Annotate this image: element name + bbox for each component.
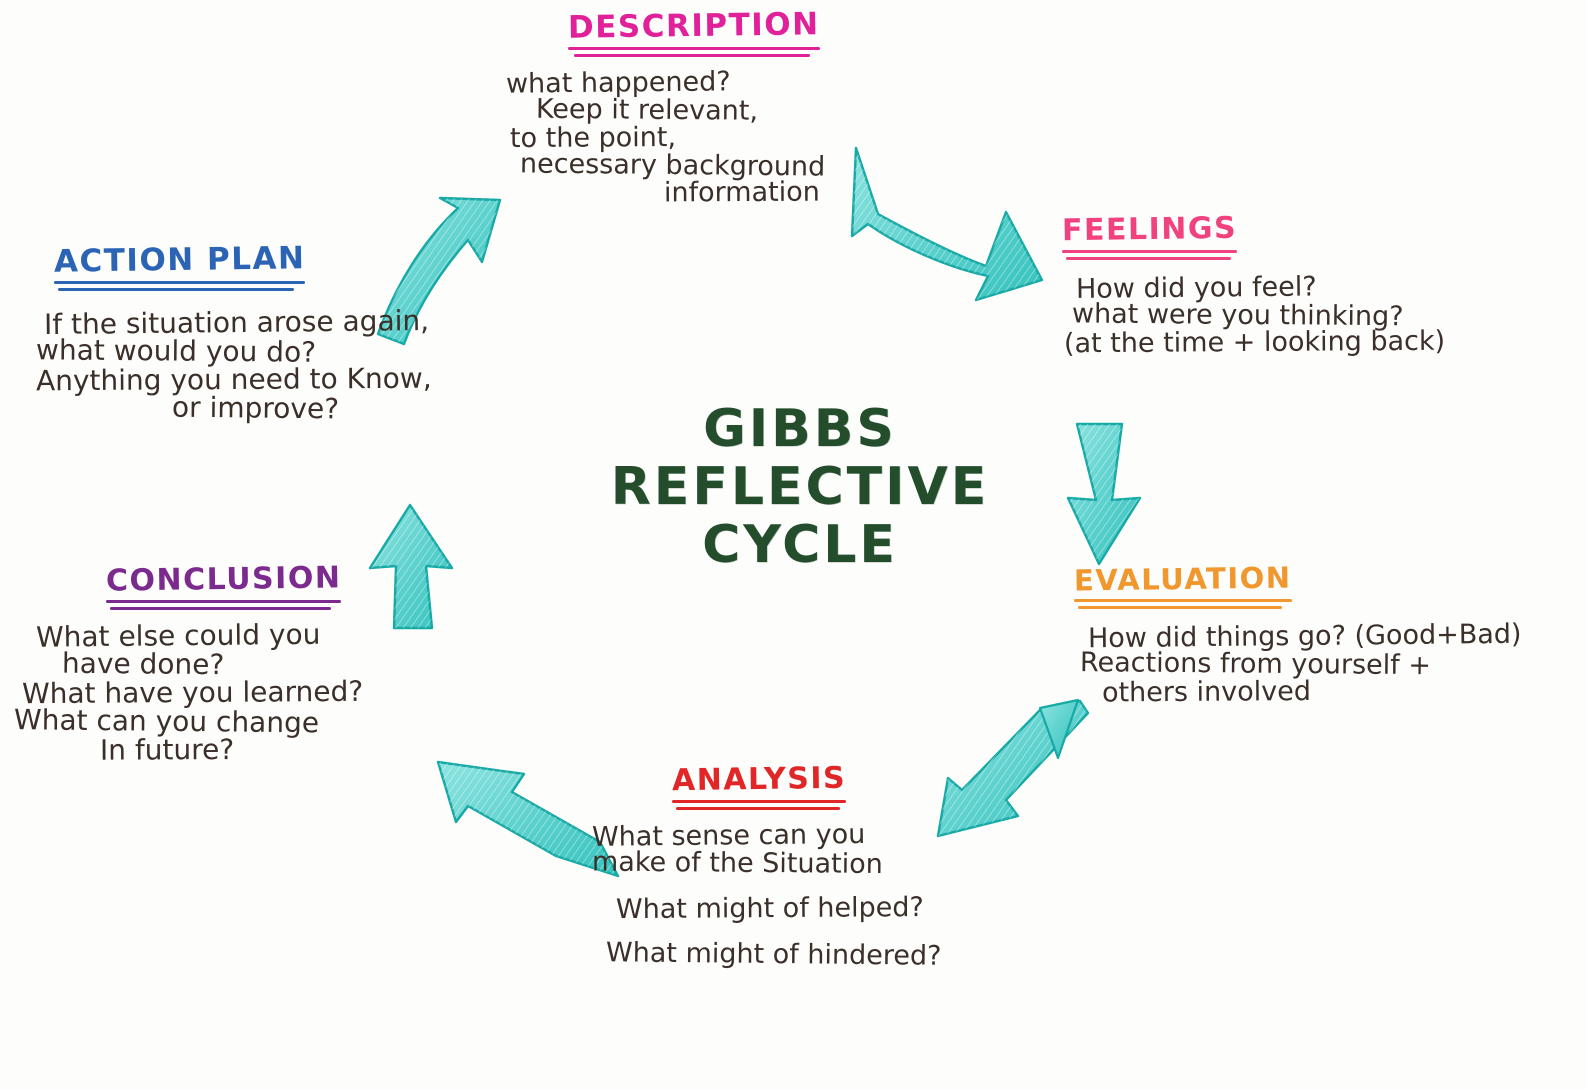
arrow-feelings-to-evaluation (1066, 422, 1142, 566)
action-plan-underline-1 (54, 281, 306, 284)
analysis-underline-2 (676, 807, 840, 810)
feelings-heading: FEELINGS (1061, 210, 1238, 249)
action-plan-underline-2 (58, 288, 295, 291)
arrow-description-to-feelings (850, 146, 1044, 302)
evaluation-body: How did things go? (Good+Bad) Reactions … (1074, 619, 1522, 709)
center-title-line-3: CYCLE (702, 515, 898, 576)
description-heading: DESCRIPTION (567, 6, 820, 46)
feelings-body: How did you feel? what were you thinking… (1062, 271, 1446, 360)
evaluation-heading: EVALUATION (1073, 560, 1292, 598)
evaluation-underline-1 (1074, 599, 1292, 602)
center-title-line-2: REFLECTIVE (610, 457, 990, 518)
center-title: GIBBS REFLECTIVE CYCLE (600, 400, 1000, 575)
arrow-conclusion-to-action-plan (368, 503, 454, 630)
conclusion-body: What else could you have done? What have… (14, 618, 363, 767)
analysis-underline-1 (672, 800, 847, 803)
action-plan-body: If the situation arose again, what would… (36, 304, 432, 426)
evaluation-heading-group: EVALUATION (1073, 560, 1292, 609)
stage-analysis: ANALYSIS What sense can you make of the … (586, 760, 942, 972)
description-underline-1 (568, 47, 820, 50)
conclusion-underline-2 (110, 607, 332, 610)
arrow-evaluation-to-analysis (936, 698, 1090, 838)
analysis-heading-group: ANALYSIS (671, 760, 847, 810)
description-body: what happened? Keep it relevant, to the … (506, 66, 826, 209)
action-plan-heading: ACTION PLAN (53, 240, 306, 280)
description-underline-2 (574, 54, 811, 57)
stage-description: DESCRIPTION what happened? Keep it relev… (506, 6, 826, 209)
stage-evaluation: EVALUATION How did things go? (Good+Bad)… (1073, 560, 1522, 709)
center-title-line-1: GIBBS (703, 399, 897, 459)
conclusion-heading-group: CONCLUSION (105, 560, 342, 610)
stage-feelings: FEELINGS How did you feel? what were you… (1061, 210, 1446, 360)
feelings-heading-group: FEELINGS (1061, 210, 1238, 260)
conclusion-line-5: In future? (99, 733, 235, 767)
analysis-line-2: make of the Situation (591, 846, 883, 880)
action-plan-line-4: or improve? (171, 390, 340, 426)
description-line-2: Keep it relevant, (535, 93, 759, 127)
evaluation-underline-2 (1078, 606, 1283, 609)
description-heading-group: DESCRIPTION (567, 6, 820, 57)
stage-conclusion: CONCLUSION What else could you have done… (14, 560, 363, 767)
conclusion-underline-1 (106, 600, 342, 603)
analysis-line-3: What might of helped? (615, 892, 924, 926)
analysis-body: What sense can you make of the Situation… (586, 819, 942, 972)
feelings-line-3: (at the time + looking back) (1063, 325, 1446, 360)
feelings-underline-2 (1066, 257, 1231, 260)
description-line-5: information (663, 176, 820, 209)
action-plan-heading-group: ACTION PLAN (53, 240, 306, 291)
stage-action-plan: ACTION PLAN If the situation arose again… (36, 240, 432, 426)
evaluation-line-3: others involved (1101, 676, 1312, 709)
conclusion-heading: CONCLUSION (105, 560, 342, 599)
analysis-heading: ANALYSIS (671, 760, 847, 799)
analysis-line-4: What might of hindered? (605, 936, 942, 972)
feelings-underline-1 (1062, 250, 1238, 253)
